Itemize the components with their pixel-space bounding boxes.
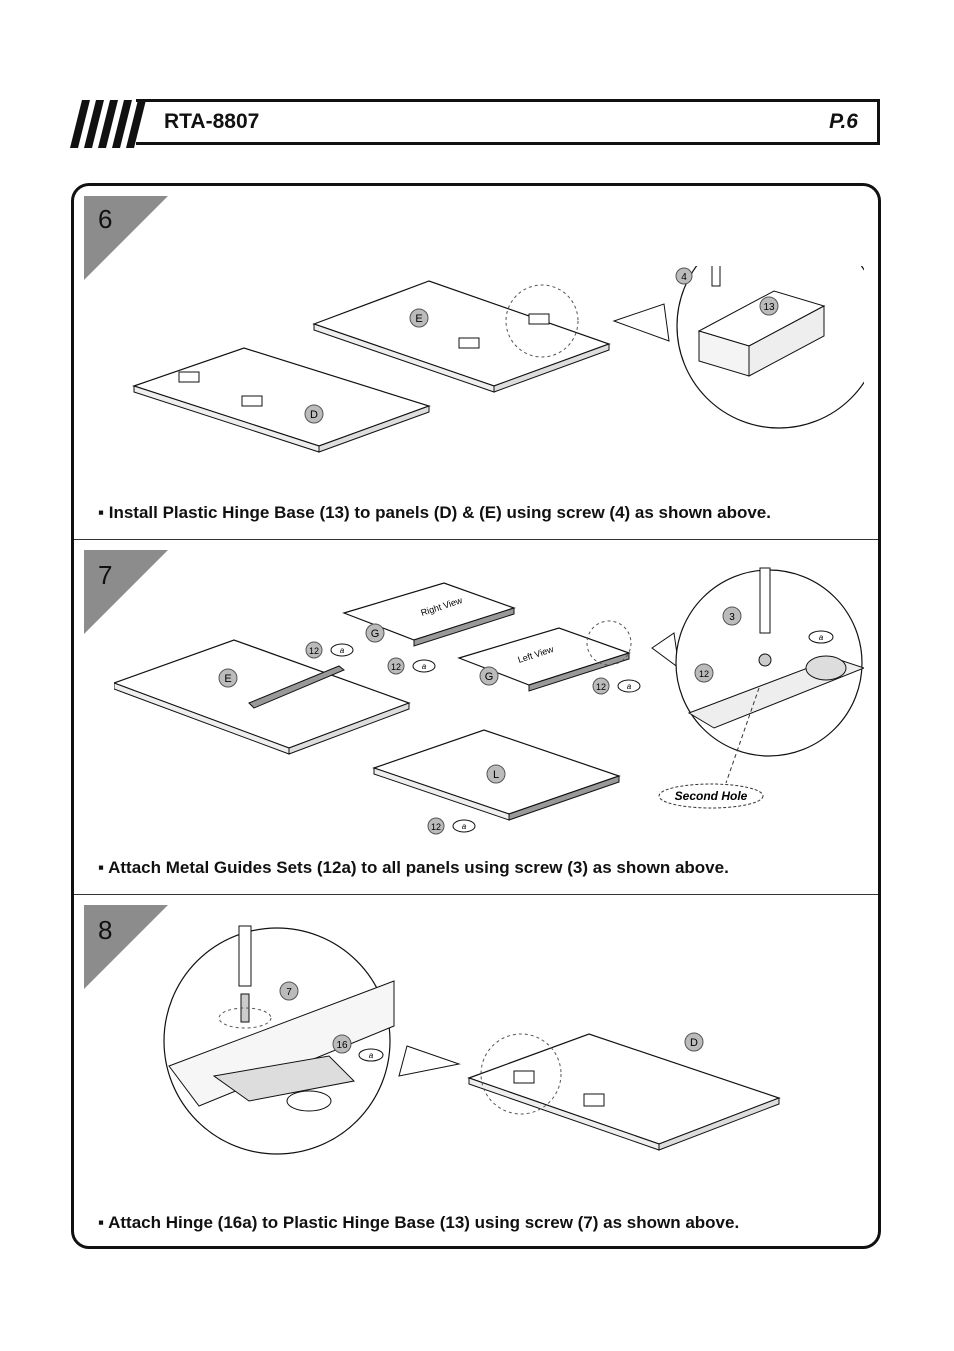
step-8-number: 8 — [98, 915, 113, 945]
panel-d-label-8: D — [690, 1037, 698, 1049]
panel-g-label-left: G — [485, 671, 494, 683]
step-6-number: 6 — [98, 204, 113, 234]
part-12-suffix: a — [340, 646, 345, 655]
callout-part-12: 12 — [699, 669, 709, 679]
callout-suffix: a — [819, 633, 824, 642]
header-stripes-icon — [70, 100, 146, 148]
page-number: P.6 — [829, 110, 858, 133]
step-6-caption: ▪ Install Plastic Hinge Base (13) to pan… — [98, 503, 771, 522]
part-12-label-b: 12 — [391, 662, 401, 672]
hinge-16-label: 16 — [336, 1040, 348, 1051]
model-number: RTA-8807 — [164, 110, 260, 133]
step-divider — [74, 894, 878, 895]
hinge-base-13-label: 13 — [763, 302, 775, 313]
panel-d-label: D — [310, 409, 318, 421]
step-8-caption: ▪ Attach Hinge (16a) to Plastic Hinge Ba… — [98, 1213, 740, 1232]
part-12-label: 12 — [309, 646, 319, 656]
step-8-marker — [84, 905, 168, 989]
second-hole-label: Second Hole — [675, 789, 748, 803]
panel-g-label-right: G — [371, 628, 380, 640]
step-6-marker — [84, 196, 168, 280]
part-12-label-c: 12 — [596, 682, 606, 692]
step-7-number: 7 — [98, 560, 113, 590]
step-7-illustration: E Right View G Left View G L 12 a 12 a 1… — [114, 567, 864, 835]
panel-e-label: E — [415, 313, 422, 325]
part-12-suffix-c: a — [627, 682, 632, 691]
instructions-frame: 6 D E 4 13 ▪ Install Plastic Hinge Base … — [71, 183, 881, 1249]
step-divider — [74, 539, 878, 540]
part-12-label-d: 12 — [431, 822, 441, 832]
panel-e-label-7: E — [224, 673, 231, 685]
step-8-illustration: 7 16 a D — [163, 925, 781, 1155]
panel-l-label: L — [493, 769, 499, 781]
screw-3-label: 3 — [729, 612, 735, 623]
part-12-suffix-b: a — [422, 662, 427, 671]
step-6-illustration: D E 4 13 — [132, 266, 864, 453]
screw-7-label: 7 — [286, 987, 292, 998]
part-12-suffix-d: a — [462, 822, 467, 831]
step-7-caption: ▪ Attach Metal Guides Sets (12a) to all … — [98, 858, 729, 877]
screw-4-label: 4 — [681, 272, 687, 283]
header-bar — [136, 99, 880, 145]
hinge-suffix: a — [369, 1051, 374, 1060]
step-7-marker — [84, 550, 168, 634]
